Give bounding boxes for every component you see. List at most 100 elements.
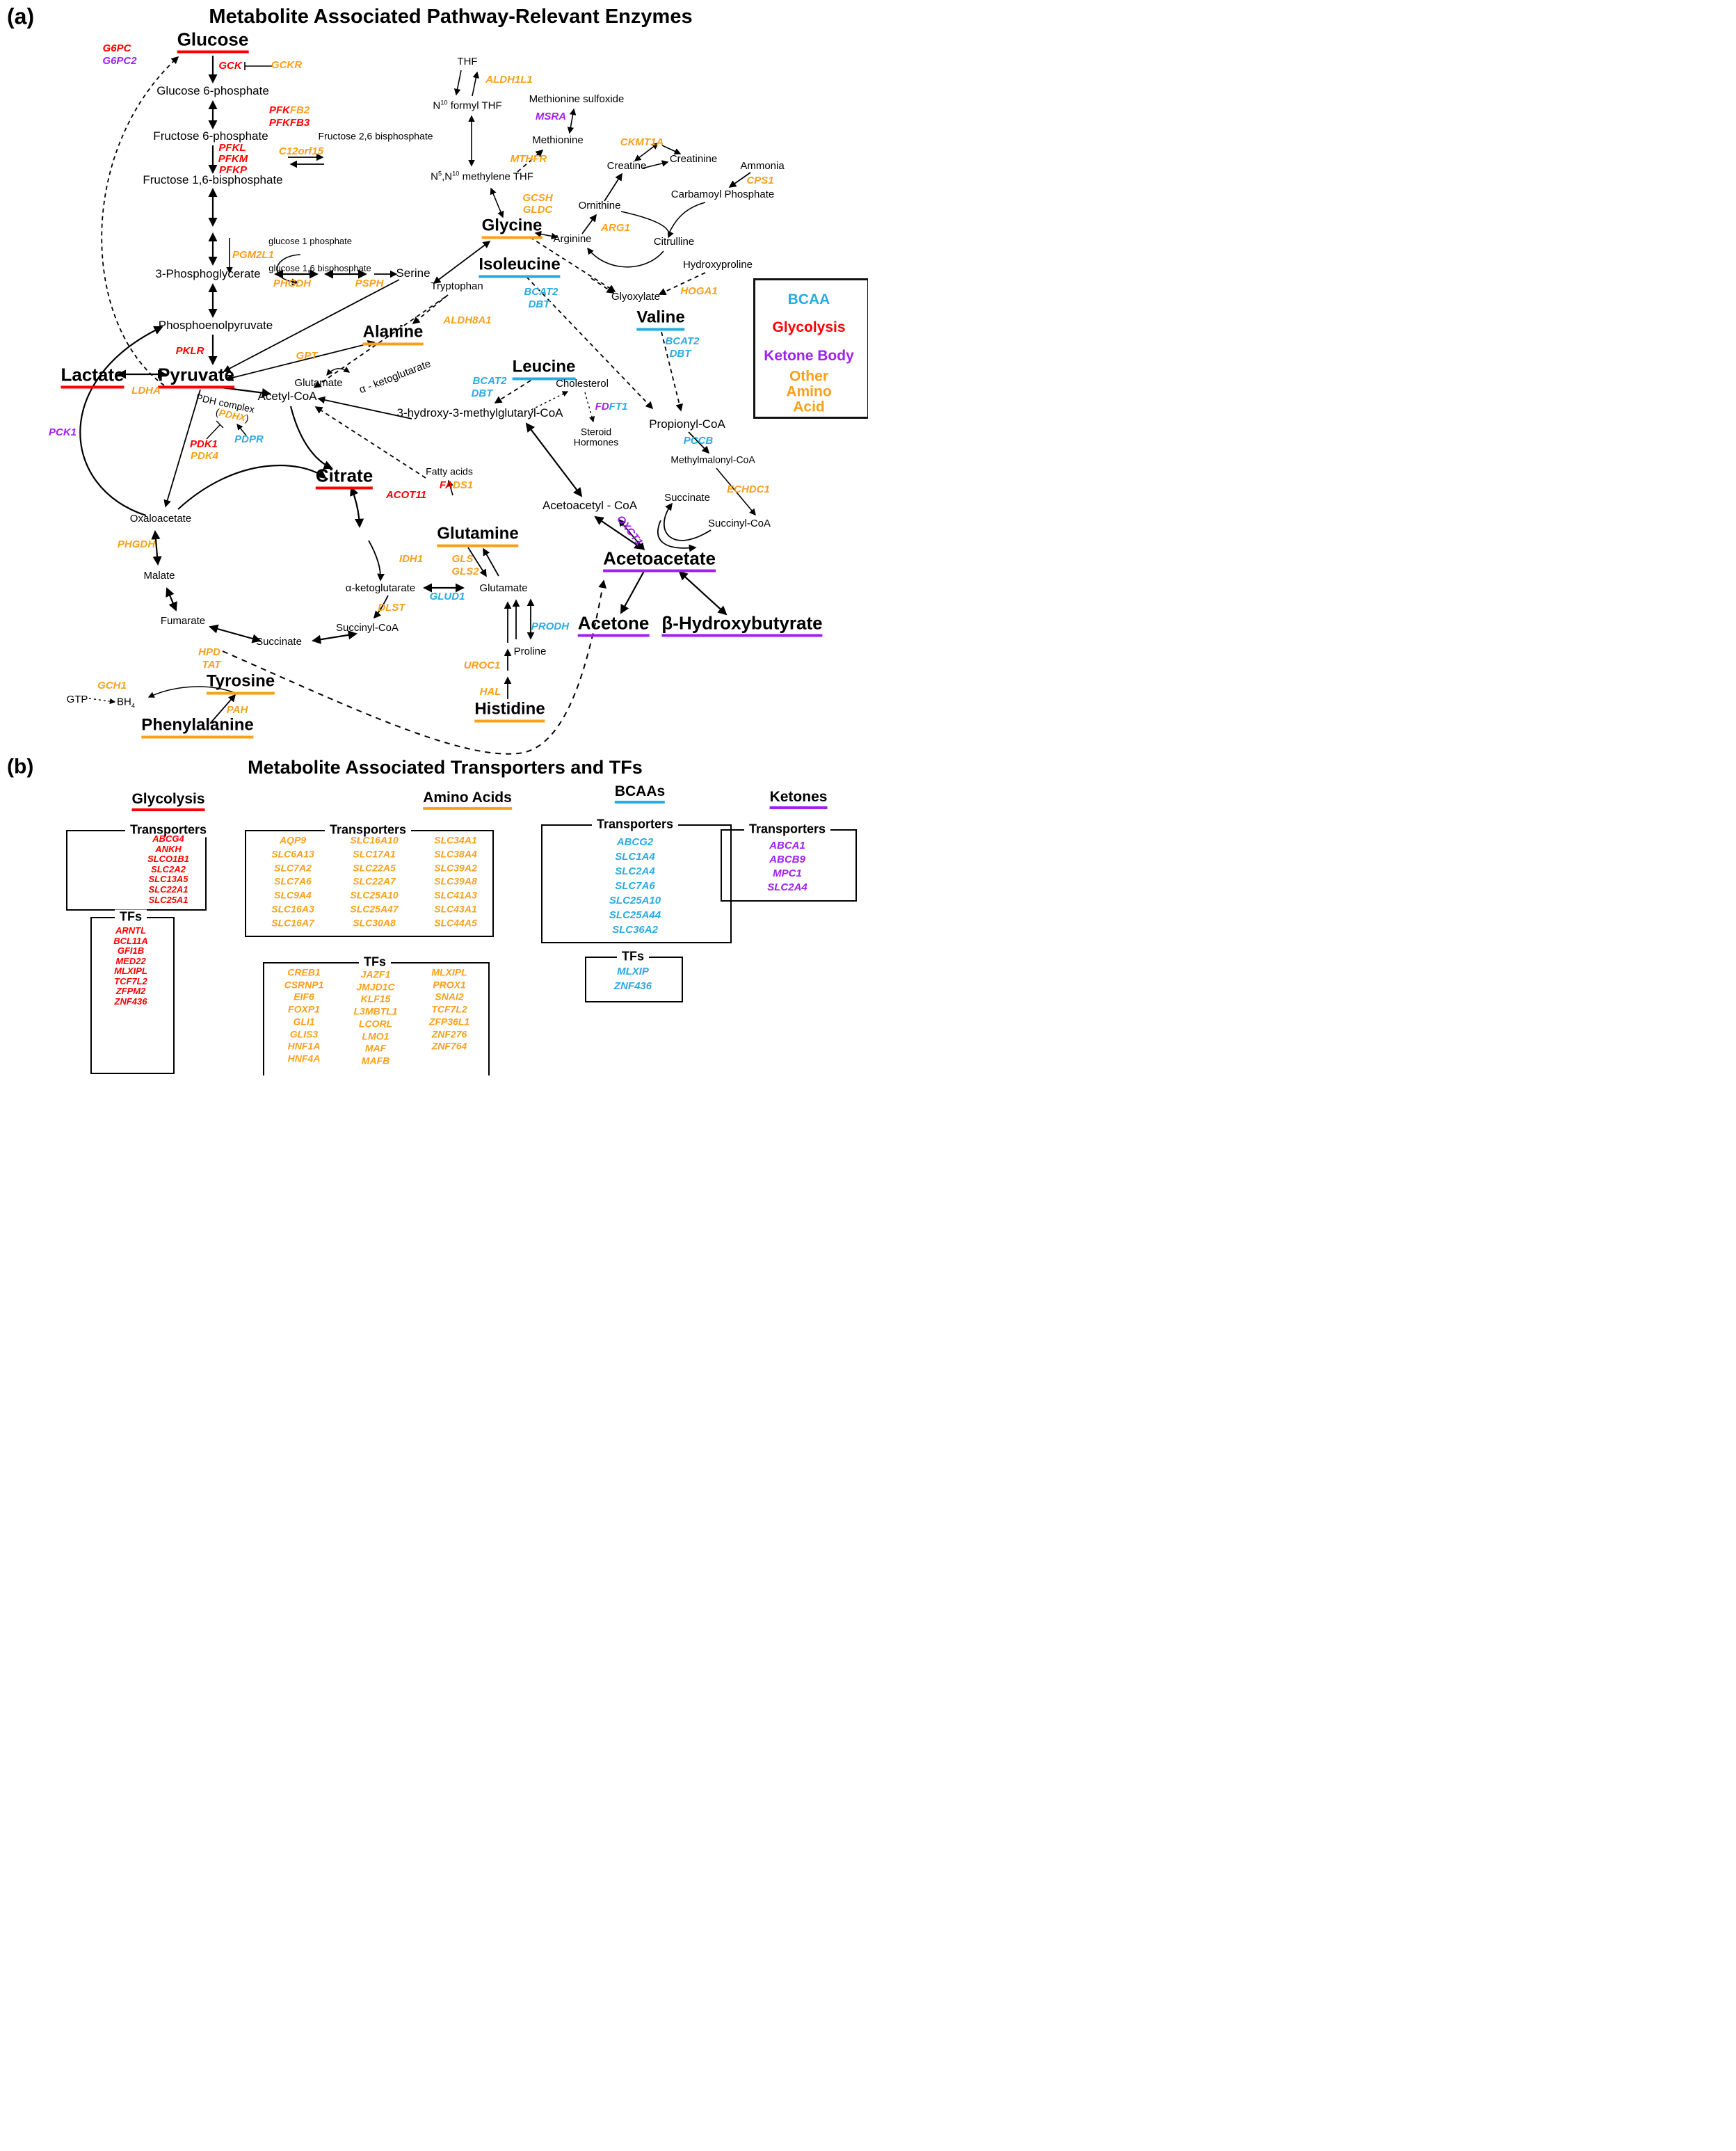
gene-phgdh-2: PHGDH: [117, 538, 156, 551]
met-fumarate: Fumarate: [160, 615, 206, 627]
met-glucose-1-phosphate: glucose 1 phosphate: [268, 236, 352, 247]
met-methionine-sulfoxide: Methionine sulfoxide: [529, 93, 625, 106]
gene-msra: MSRA: [535, 111, 567, 123]
glycolysis-transporters-item-slc2a2: SLC2A2: [151, 864, 186, 875]
bcaas-tfs-item-mlxip: MLXIP: [617, 966, 649, 978]
gene-idh1: IDH1: [399, 553, 424, 566]
gene-pdk1: PDK1: [189, 438, 218, 451]
gene-bcat2-leu: BCAT2: [472, 375, 507, 387]
amino-acids-transporters-item-slc16a7: SLC16A7: [271, 917, 314, 929]
met-3-phosphoglycerate: 3-Phosphoglycerate: [155, 267, 261, 281]
amino-acids-transporters-item-slc34a1: SLC34A1: [434, 834, 477, 846]
met-succinate-tca: Succinate: [256, 636, 302, 648]
gene-gckr: GCKR: [271, 59, 303, 72]
met-citrulline: Citrulline: [653, 236, 695, 248]
gene-bcat2-val: BCAT2: [665, 335, 700, 348]
met-alpha-ketoglutarate-upper: α - ketoglutarate: [357, 358, 433, 397]
glycolysis-transporters-item-slc22a1: SLC22A1: [148, 884, 188, 895]
ketones-transporters-label: Transporters: [744, 822, 831, 837]
gene-g6pc: G6PC: [102, 42, 131, 55]
bcaas-transporters-item-slc7a6: SLC7A6: [615, 880, 655, 893]
glycolysis-transporters-item-slco1b1: SLCO1B1: [147, 854, 189, 865]
gene-pfkfb3: PFKFB3: [268, 117, 310, 129]
amino-acids-tfs-item-csrnp1: CSRNP1: [284, 979, 324, 991]
met-histidine: Histidine: [474, 701, 545, 723]
gene-uroc1: UROC1: [463, 659, 501, 672]
met-citrate: Citrate: [315, 466, 373, 490]
gene-hoga1: HOGA1: [680, 285, 718, 298]
legend-bcaa: BCAA: [787, 291, 830, 308]
gene-gch1: GCH1: [97, 680, 127, 692]
amino-acids-transporters-item-slc22a7: SLC22A7: [353, 876, 396, 888]
amino-acids-transporters-item-slc9a4: SLC9A4: [274, 889, 312, 901]
amino-acids-transporters-item-slc25a47: SLC25A47: [350, 903, 399, 915]
gene-dbt-leu: DBT: [471, 387, 493, 400]
met-glycine: Glycine: [481, 217, 542, 239]
met-fructose-6-phosphate: Fructose 6-phosphate: [153, 129, 268, 143]
glycolysis-transporters-label: Transporters: [124, 822, 212, 838]
bcaas-transporters-item-slc1a4: SLC1A4: [615, 851, 655, 863]
gene-dlst: DLST: [378, 602, 405, 614]
amino-acids-tfs-item-hnf4a: HNF4A: [287, 1053, 321, 1064]
amino-acids-transporters-label: Transporters: [324, 822, 412, 838]
met-phenylalanine: Phenylalanine: [141, 717, 254, 739]
gene-gls: GLS: [451, 553, 474, 566]
glycolysis-tfs-item-arntl: ARNTL: [115, 925, 147, 936]
amino-acids-transporters-item-slc16a3: SLC16A3: [271, 903, 314, 915]
met-beta-hydroxybutyrate: β-Hydroxybutyrate: [661, 614, 823, 637]
glycolysis-transporters-item-slc13a5: SLC13A5: [148, 874, 188, 885]
amino-acids-tfs-item-klf15: KLF15: [360, 993, 391, 1005]
amino-acids-tfs-item-maf: MAF: [364, 1042, 387, 1054]
gene-psph: PSPH: [355, 278, 384, 290]
met-acetoacetate: Acetoacetate: [603, 549, 716, 573]
met-serine: Serine: [396, 266, 431, 280]
amino-acids-tfs-label: TFs: [358, 954, 392, 970]
amino-acids-transporters-item-slc41a3: SLC41A3: [434, 889, 477, 901]
gene-pklr: PKLR: [175, 345, 204, 358]
met-glucose: Glucose: [177, 30, 249, 54]
met-acetone: Acetone: [577, 614, 650, 637]
amino-acids-tfs-item-l3mbtl1: L3MBTL1: [353, 1005, 398, 1017]
panel-b-label: (b): [7, 755, 34, 778]
amino-acids-tfs-item-jazf1: JAZF1: [360, 968, 391, 980]
group-header-bcaas: BCAAs: [614, 784, 666, 803]
met-methionine: Methionine: [532, 134, 584, 147]
legend-glycolysis: Glycolysis: [772, 319, 846, 336]
met-ammonia: Ammonia: [740, 160, 785, 173]
bcaas-tfs-label: TFs: [616, 949, 650, 964]
ketones-transporters-item-abca1: ABCA1: [769, 840, 805, 852]
amino-acids-tfs-item-jmjd1c: JMJD1C: [356, 981, 395, 993]
ketones-transporters-item-abcb9: ABCB9: [769, 854, 805, 866]
gene-pgm2l1: PGM2L1: [232, 249, 275, 262]
gene-gck: GCK: [218, 60, 242, 72]
met-pyruvate: Pyruvate: [158, 365, 234, 389]
gene-c12orf15: C12orf15: [278, 145, 324, 158]
bcaas-transporters-item-slc25a44: SLC25A44: [609, 909, 661, 922]
met-tyrosine: Tyrosine: [206, 673, 275, 695]
gene-g6pc2: G6PC2: [102, 55, 137, 67]
met-fructose-16-bisphosphate: Fructose 1,6-bisphosphate: [143, 173, 283, 187]
met-glyoxylate: Glyoxylate: [611, 291, 661, 303]
gene-ckmt1a: CKMT1A: [620, 136, 664, 149]
gene-pfkfb2: PFKFB2: [268, 104, 310, 117]
ketones-transporters-item-slc2a4: SLC2A4: [767, 881, 807, 894]
gene-mthfr: MTHFR: [510, 153, 547, 166]
amino-acids-tfs-item-znf276: ZNF276: [431, 1028, 467, 1040]
met-glutamate-tca: Glutamate: [479, 582, 528, 595]
gene-hpd: HPD: [198, 646, 220, 659]
gene-gldc: GLDC: [522, 204, 553, 216]
amino-acids-transporters-item-aqp9: AQP9: [279, 834, 307, 846]
gene-tat: TAT: [202, 659, 221, 671]
met-tryptophan: Tryptophan: [431, 280, 483, 293]
amino-acids-tfs-item-glis3: GLIS3: [289, 1028, 319, 1040]
gene-pfkl: PFKL: [218, 142, 246, 154]
met-arginine: Arginine: [553, 233, 592, 246]
met-glutamate-upper: Glutamate: [294, 377, 343, 390]
bcaas-transporters-item-slc2a4: SLC2A4: [615, 865, 655, 878]
met-hydroxyproline: Hydroxyproline: [682, 259, 753, 271]
amino-acids-tfs-item-mafb: MAFB: [361, 1055, 390, 1066]
gene-acot11: ACOT11: [385, 489, 427, 502]
group-header-amino-acids: Amino Acids: [423, 790, 512, 810]
amino-acids-transporters-item-slc25a10: SLC25A10: [350, 889, 399, 901]
legend-other-amino-acid: Other Amino Acid: [786, 368, 832, 415]
